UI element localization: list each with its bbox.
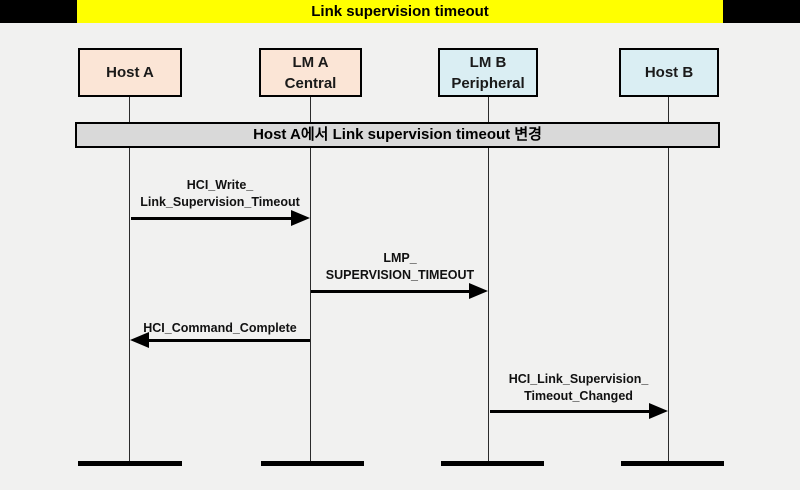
message-arrow-line	[311, 290, 471, 293]
actor-host-b: Host B	[619, 48, 719, 97]
lifeline-host-a	[129, 97, 130, 464]
message-label: HCI_Write_ Link_Supervision_Timeout	[140, 178, 300, 209]
actor-lm-a: LM A Central	[259, 48, 362, 97]
actor-label: Central	[284, 74, 337, 92]
message-arrow-line	[131, 217, 293, 220]
arrowhead-right-icon	[469, 283, 488, 299]
actor-label: Host B	[644, 64, 694, 81]
actor-host-a: Host A	[78, 48, 182, 97]
arrowhead-left-icon	[130, 332, 149, 348]
message-label: LMP_ SUPERVISION_TIMEOUT	[325, 251, 475, 282]
message-arrow-line	[147, 339, 310, 342]
lifeline-host-b	[668, 97, 669, 464]
termination-bar-host-b	[621, 461, 724, 466]
lifeline-lm-b	[488, 97, 489, 464]
diagram-title: Link supervision timeout	[77, 0, 723, 23]
lifeline-lm-a	[310, 97, 311, 464]
termination-bar-lm-b	[441, 461, 544, 466]
termination-bar-host-a	[78, 461, 182, 466]
actor-label: Peripheral	[451, 74, 525, 92]
arrowhead-right-icon	[649, 403, 668, 419]
termination-bar-lm-a	[261, 461, 364, 466]
actor-lm-b: LM B Peripheral	[438, 48, 538, 97]
actor-label: Host A	[106, 64, 154, 81]
scenario-banner: Host A에서 Link supervision timeout 변경	[75, 122, 720, 148]
message-label: HCI_Command_Complete	[143, 321, 297, 335]
message-arrow-line	[490, 410, 651, 413]
actor-label: LM A	[292, 53, 329, 71]
actor-label: LM B	[469, 53, 507, 71]
arrowhead-right-icon	[291, 210, 310, 226]
message-label: HCI_Link_Supervision_ Timeout_Changed	[508, 372, 649, 403]
